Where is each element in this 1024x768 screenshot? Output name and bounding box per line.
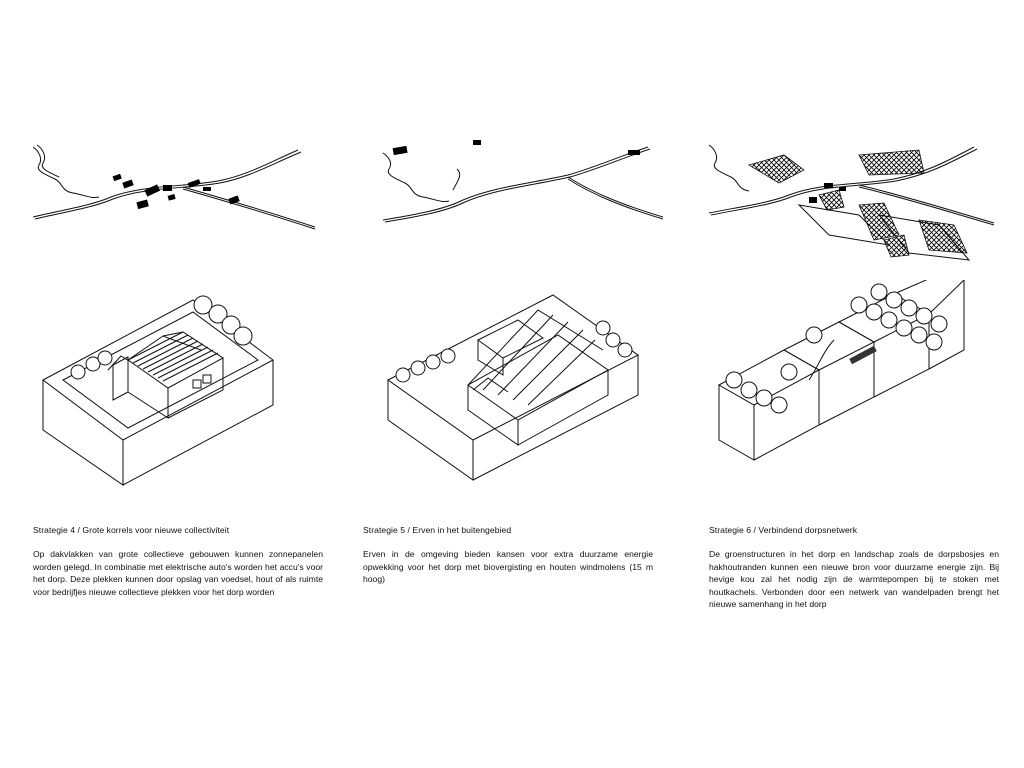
- strategy-6-map-drawing: [709, 135, 1009, 270]
- strategy-6-title: Strategie 6 / Verbindend dorpsnetwerk: [709, 525, 858, 535]
- strategy-4-map-drawing: [33, 135, 333, 270]
- bridge-shape: [849, 345, 877, 365]
- strategy-6-isometric-drawing: [709, 280, 1009, 495]
- strategy-4-isometric-drawing: [33, 280, 333, 495]
- strategy-5-body: Erven in de omgeving bieden kansen voor …: [363, 549, 653, 585]
- strategy-6-panel: Strategie 6 / Verbindend dorpsnetwerk De…: [709, 0, 1009, 768]
- strategy-5-title: Strategie 5 / Erven in het buitengebied: [363, 525, 512, 535]
- strategy-6-caption: Strategie 6 / Verbindend dorpsnetwerk De…: [709, 525, 999, 611]
- strategy-4-title: Strategie 4 / Grote korrels voor nieuwe …: [33, 525, 230, 535]
- strategy-5-isometric-drawing: [363, 280, 663, 495]
- strategy-5-panel: Strategie 5 / Erven in het buitengebied …: [363, 0, 663, 768]
- strategy-6-body: De groenstructuren in het dorp en landsc…: [709, 549, 999, 610]
- strategy-4-panel: Strategie 4 / Grote korrels voor nieuwe …: [33, 0, 333, 768]
- strategy-5-map-drawing: [363, 140, 663, 270]
- strategy-5-caption: Strategie 5 / Erven in het buitengebied …: [363, 525, 653, 586]
- strategy-4-body: Op dakvlakken van grote collectieve gebo…: [33, 549, 323, 597]
- strategy-4-caption: Strategie 4 / Grote korrels voor nieuwe …: [33, 525, 323, 598]
